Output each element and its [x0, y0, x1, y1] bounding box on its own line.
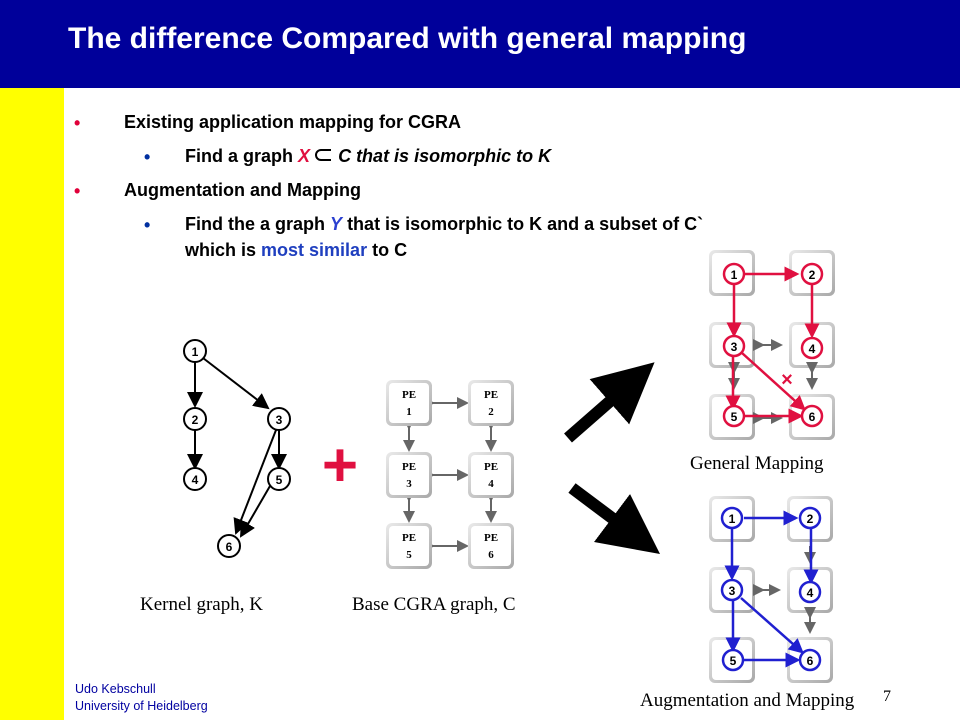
kernel-node: 1 — [183, 339, 207, 363]
svg-text:3: 3 — [729, 584, 736, 598]
footer-author: Udo Kebschull — [75, 682, 156, 696]
svg-text:2: 2 — [809, 268, 816, 282]
svg-text:1: 1 — [729, 512, 736, 526]
svg-text:6: 6 — [809, 410, 816, 424]
base-cgra-graph: PE 1 PE 2 PE 3 PE 4 PE 5 PE 6 — [386, 380, 514, 569]
svg-text:PE: PE — [484, 461, 498, 473]
bullet-2: Augmentation and Mapping — [124, 180, 361, 200]
general-node: 3 — [722, 334, 746, 358]
general-mapping-caption: General Mapping — [690, 453, 824, 474]
base-cgra-caption: Base CGRA graph, C — [352, 594, 516, 615]
pe-node: PE 1 — [386, 380, 432, 426]
plus-sign: + — [322, 431, 358, 500]
pe-node: PE 3 — [386, 452, 432, 498]
bullet-2a-y: Y — [330, 214, 343, 234]
conflict-cross-icon: × — [781, 369, 793, 391]
title-bar: The difference Compared with general map… — [0, 0, 960, 88]
svg-text:2: 2 — [807, 512, 814, 526]
svg-text:PE: PE — [402, 389, 416, 401]
augmentation-mapping-caption: Augmentation and Mapping — [640, 690, 855, 711]
bullet-2a: Find the a graph Y that is isomorphic to… — [185, 214, 703, 235]
svg-text:6: 6 — [807, 654, 814, 668]
bullet-1a-x: X — [298, 146, 311, 166]
page-number: 7 — [883, 688, 891, 705]
general-node: 6 — [800, 404, 824, 428]
svg-text:2: 2 — [192, 413, 199, 427]
bullet-1a: Find a graph X C that is isomorphic to K — [185, 146, 551, 167]
general-node: 5 — [722, 404, 746, 428]
kernel-node: 5 — [267, 467, 291, 491]
subset-icon — [315, 149, 332, 161]
svg-text:1: 1 — [731, 268, 738, 282]
svg-text:4: 4 — [809, 342, 816, 356]
bullet-dot: • — [144, 147, 151, 167]
svg-text:2: 2 — [488, 406, 494, 418]
pe-node: PE 4 — [468, 452, 514, 498]
svg-text:5: 5 — [730, 654, 737, 668]
svg-text:5: 5 — [406, 549, 412, 561]
augmented-node: 5 — [721, 648, 745, 672]
bullet-2b-suffix: to C — [372, 240, 408, 260]
bullet-1a-prefix: Find a graph — [185, 146, 293, 166]
pe-node: PE 5 — [386, 523, 432, 569]
augmented-node: 1 — [720, 506, 744, 530]
bullet-dot: • — [74, 113, 81, 133]
bullet-2a-prefix: Find the a graph — [185, 214, 326, 234]
bullet-2b-highlight: most similar — [261, 240, 368, 260]
kernel-node: 2 — [183, 407, 207, 431]
bullet-2b-prefix: which is — [185, 240, 257, 260]
augmented-node: 3 — [720, 578, 744, 602]
kernel-node: 4 — [183, 467, 207, 491]
general-node: 4 — [800, 336, 824, 360]
big-arrow-down — [568, 483, 660, 554]
svg-text:3: 3 — [276, 413, 283, 427]
svg-text:3: 3 — [731, 340, 738, 354]
general-mapping-grid: × 1 2 3 4 5 6 — [709, 250, 835, 440]
svg-text:PE: PE — [402, 461, 416, 473]
svg-text:1: 1 — [192, 345, 199, 359]
bullet-1: Existing application mapping for CGRA — [124, 112, 462, 132]
augmented-mapping-grid: 1 2 3 4 5 6 — [709, 496, 833, 683]
kernel-node: 3 — [267, 407, 291, 431]
augmented-node: 4 — [798, 580, 822, 604]
augmented-node: 2 — [798, 506, 822, 530]
svg-text:1: 1 — [406, 406, 412, 418]
kernel-graph-caption: Kernel graph, K — [140, 594, 263, 615]
svg-text:3: 3 — [406, 478, 412, 490]
svg-text:5: 5 — [276, 473, 283, 487]
bullet-1a-suffix: C that is isomorphic to K — [338, 146, 552, 166]
bullet-2a-suffix: that is isomorphic to K and a subset of … — [347, 214, 704, 234]
bullet-2b: which is most similar to C — [185, 240, 407, 261]
kernel-graph: 1 2 3 4 5 6 — [183, 339, 291, 558]
svg-text:PE: PE — [484, 532, 498, 544]
bullet-dot: • — [144, 215, 151, 235]
svg-text:4: 4 — [192, 473, 199, 487]
svg-text:6: 6 — [226, 540, 233, 554]
big-arrow-up — [564, 362, 655, 443]
left-accent-bar — [0, 0, 64, 720]
slide-title: The difference Compared with general map… — [68, 22, 747, 55]
footer-affiliation: University of Heidelberg — [75, 699, 208, 713]
pe-node: PE 2 — [468, 380, 514, 426]
augmented-node: 6 — [798, 648, 822, 672]
svg-text:4: 4 — [807, 586, 814, 600]
svg-text:PE: PE — [484, 389, 498, 401]
bullet-dot: • — [74, 181, 81, 201]
kernel-node: 6 — [217, 534, 241, 558]
general-node: 1 — [722, 262, 746, 286]
svg-text:6: 6 — [488, 549, 494, 561]
svg-text:4: 4 — [488, 478, 494, 490]
svg-text:5: 5 — [731, 410, 738, 424]
pe-node: PE 6 — [468, 523, 514, 569]
svg-text:PE: PE — [402, 532, 416, 544]
general-node: 2 — [800, 262, 824, 286]
